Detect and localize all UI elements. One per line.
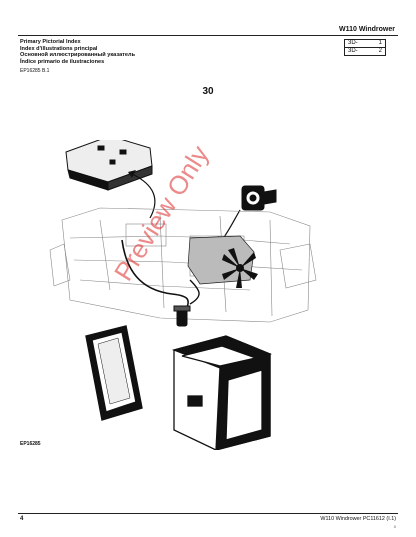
catalog-reference: W110 Windrower PC11612 (I.1): [320, 516, 396, 522]
page-reference-box: 3D- 1 3D- 2: [344, 39, 386, 56]
model-title: W110 Windrower: [339, 26, 395, 33]
title-ru: Основной иллюстрированный указатель: [20, 52, 136, 59]
shroud-housing-icon: [171, 335, 272, 450]
page-ref-label: 3D-: [348, 40, 358, 46]
radiator-icon: [85, 325, 143, 421]
footer-mark: 0: [393, 524, 396, 529]
engine-frame-outline: [49, 207, 317, 323]
figure-code: EP16285 B.1: [20, 68, 50, 74]
page-ref-page: 2: [378, 48, 382, 54]
title-es: Índice primario de ilustraciones: [20, 58, 105, 65]
page-ref-label: 3D-: [348, 48, 358, 54]
filter-icon: [173, 305, 191, 327]
page-ref-row[interactable]: 3D- 2: [345, 47, 385, 55]
index-titles: Primary Pictorial Index Index d'illustra…: [20, 39, 135, 65]
exploded-illustration: [49, 140, 317, 450]
title-fr: Index d'illustrations principal: [20, 45, 98, 52]
footer-rule: [18, 513, 398, 514]
hose-line: [121, 239, 189, 311]
page-ref-row[interactable]: 3D- 1: [345, 40, 385, 47]
hose-line: [189, 279, 200, 305]
page-number: 4: [20, 516, 24, 522]
fan-icon: [222, 248, 258, 288]
page-ref-page: 1: [378, 40, 382, 46]
title-en: Primary Pictorial Index: [20, 39, 81, 45]
section-number: 30: [202, 86, 214, 97]
intake-housing-icon: [65, 140, 153, 191]
engine-block-icon: [187, 235, 255, 285]
illustration-label: EP16285: [20, 441, 41, 447]
pump-assembly-icon: [241, 185, 277, 211]
header-rule: [18, 35, 398, 36]
